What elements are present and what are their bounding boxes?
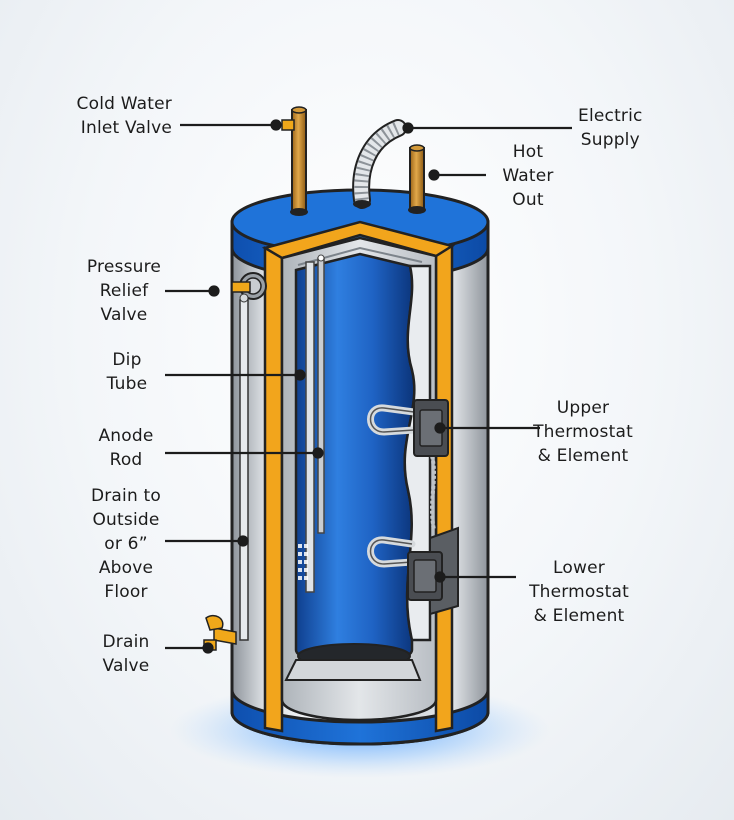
hot-water-pipe [408,144,426,214]
label-anode-rod: Anode Rod [98,426,154,470]
drain-pipe [239,299,249,641]
anode-rod [317,257,325,534]
electric-conduit [352,119,407,209]
label-lower-thermostat: Lower Thermostat & Element [529,558,629,626]
leader-lines [165,119,572,654]
label-pressure-relief: Pressure Relief Valve [86,257,162,325]
label-dip-tube: Dip Tube [106,350,148,394]
label-upper-thermostat: Upper Thermostat & Element [533,398,633,466]
cutaway [261,220,459,733]
label-cold-water-inlet: Cold Water Inlet Valve [76,94,172,138]
label-electric-supply: Electric Supply [578,106,643,150]
dip-tube [305,261,315,593]
lower-thermostat [407,526,459,616]
label-drain-valve: Drain Valve [102,632,150,676]
label-drain-outside: Drain to Outside or 6” Above Floor [90,486,162,602]
label-hot-water-out: Hot Water Out [502,142,554,210]
pressure-relief-valve [231,272,267,303]
cold-water-pipe [281,106,308,216]
